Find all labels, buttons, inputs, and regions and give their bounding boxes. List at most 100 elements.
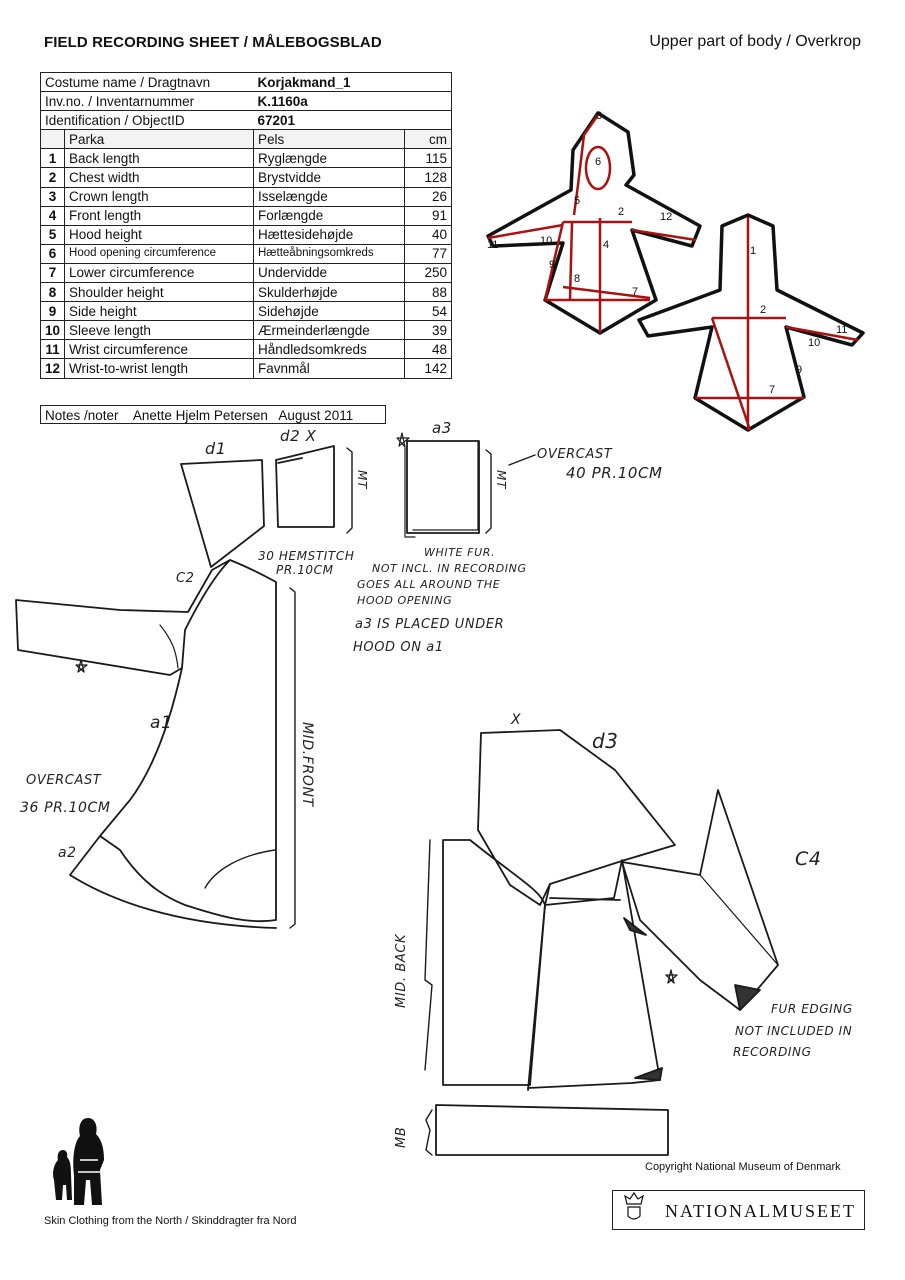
series-title: Skin Clothing from the North / Skinddrag… [44,1215,297,1227]
nationalmuseet-logo: NATIONALMUSEET [612,1190,865,1230]
measurement-value: 48 [404,339,452,360]
measurement-name-en: Crown length [64,186,254,207]
back-label-11: 11 [836,324,847,336]
label-note2: GOES ALL AROUND THE [357,578,500,591]
back-label-9: 9 [796,364,802,376]
label-white-fur: WHITE FUR. [424,546,495,559]
measurement-value: 40 [404,224,452,245]
measurement-value: 142 [404,358,452,379]
label-fur2: NOT INCLUDED IN [735,1024,852,1038]
label-d2x: d2 X [280,427,317,445]
notes-label: Notes /noter [45,408,119,423]
inv-value: K.1160a [253,91,453,112]
measurement-name-en: Hood height [64,224,254,245]
measurement-value: 88 [404,282,452,303]
measurement-value: 39 [404,320,452,341]
measurement-number: 1 [39,148,66,169]
piece-a1 [15,559,277,929]
back-label-10: 10 [808,337,820,349]
label-note4: a3 IS PLACED UNDER [355,617,504,632]
label-mid-back: MID. BACK [394,933,409,1008]
measurement-name-en: Wrist-to-wrist length [64,358,254,379]
label-a3: a3 [432,419,452,437]
sketch-labels: d1 d2 X a3 MT MT OVERCAST 40 PR.10CM 30 … [20,419,852,1148]
front-label-3: 3 [596,110,602,122]
front-label-9: 9 [549,259,555,271]
piece-d2 [275,445,335,528]
label-hemstitch-rate: PR.10CM [276,563,334,577]
front-label-2: 2 [618,206,624,218]
measurement-name-da: Isselængde [252,186,406,207]
measurement-number: 5 [39,224,66,245]
piece-d3 [477,729,676,906]
measurement-number: 4 [39,205,66,226]
label-mt2: MT [494,470,508,490]
measurement-value: 91 [404,205,452,226]
measurement-number: 2 [39,167,66,188]
front-label-8: 8 [574,273,580,285]
front-label-11: 11 [487,239,498,251]
front-label-12: 12 [660,211,672,223]
front-label-7: 7 [632,286,638,298]
measurement-table: Costume name / Dragtnavn Korjakmand_1 In… [39,71,453,379]
measurement-name-da: Hættesidehøjde [252,224,406,245]
label-hemstitch: 30 HEMSTITCH [258,549,354,563]
measurement-name-da: Undervidde [252,262,406,284]
measurement-name-da: Favnmål [252,358,406,379]
measurement-name-da: Håndledsomkreds [252,339,406,360]
front-measure-lines [487,114,697,333]
label-note5: HOOD ON a1 [353,640,444,655]
label-d3: d3 [592,729,619,753]
label-c4: C4 [795,848,822,870]
measurement-name-en: Lower circumference [64,262,254,284]
label-overcast1: OVERCAST [537,447,613,462]
pattern-sketch [15,432,779,1156]
head-blank [39,129,66,150]
id-label: Identification / ObjectID [40,110,254,131]
back-label-7: 7 [769,384,775,396]
head-en: Parka [64,129,254,150]
label-fur3: RECORDING [733,1045,812,1059]
copyright-text: Copyright National Museum of Denmark [645,1161,841,1173]
id-value: 67201 [253,110,453,131]
piece-mb [435,1104,669,1156]
label-mid-front: MID.FRONT [299,722,315,808]
measurement-name-da: Sidehøjde [252,301,406,322]
front-parka-figure [486,111,702,335]
label-mt1: MT [355,470,369,490]
back-label-1: 1 [750,245,756,257]
front-label-4: 4 [603,239,609,251]
piece-a3 [406,440,480,534]
label-overcast2: OVERCAST [26,773,102,788]
measurement-name-en: Shoulder height [64,282,254,303]
head-da: Pels [252,129,406,150]
label-c2: C2 [176,571,195,586]
front-label-10: 10 [540,235,552,247]
measurement-name-en: Chest width [64,167,254,188]
notes-author: Anette Hjelm Petersen [132,408,268,423]
sheet-title: FIELD RECORDING SHEET / MÅLEBOGSBLAD [44,34,382,51]
back-label-2: 2 [760,304,766,316]
label-mb: MB [394,1127,409,1148]
crown-icon [624,1191,644,1220]
measurement-number: 12 [39,358,66,379]
measurement-name-en: Back length [64,148,254,169]
notes-box: Notes /noter Anette Hjelm Petersen Augus… [40,405,386,424]
label-note1: NOT INCL. IN RECORDING [372,562,527,575]
measurement-number: 3 [39,186,66,207]
label-overcast1-rate: 40 PR.10CM [566,464,663,482]
measurement-name-en: Wrist circumference [64,339,254,360]
label-note3: HOOD OPENING [357,594,452,607]
measurement-name-da: Ryglængde [252,148,406,169]
measurement-name-da: Brystvidde [252,167,406,188]
piece-c4 [621,789,779,1011]
